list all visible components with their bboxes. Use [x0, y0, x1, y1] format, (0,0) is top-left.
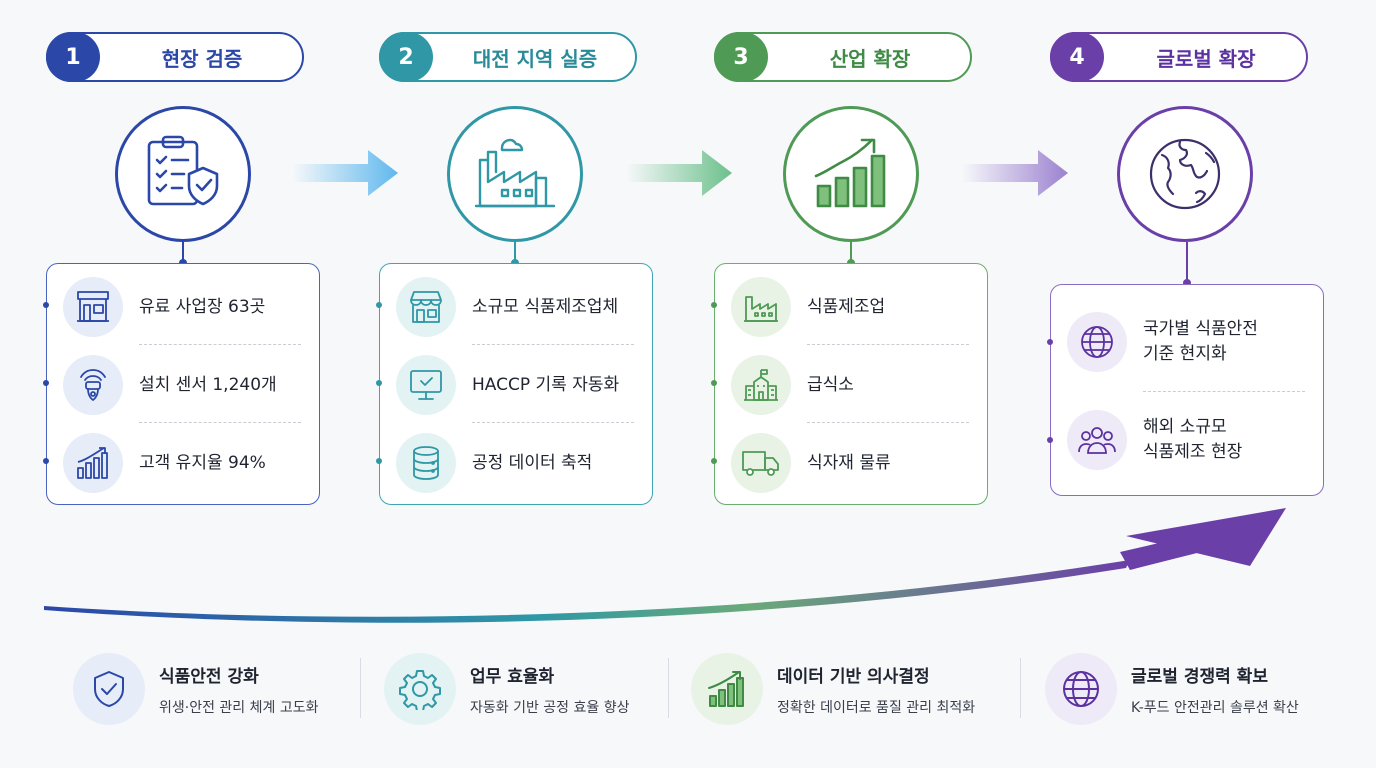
people-group-icon: [1067, 410, 1127, 470]
benefit-2: 업무 효율화 자동화 기반 공정 효율 향상: [384, 652, 629, 726]
step-2-item-1: 소규모 식품제조업체: [396, 276, 634, 338]
step-3-item-1: 식품제조업: [731, 276, 969, 338]
globe-icon: [1045, 653, 1117, 725]
step-1-item-2-label: 설치 센서 1,240개: [139, 374, 277, 395]
step-2-item-3: 공정 데이터 축적: [396, 432, 634, 494]
step-2-item-2: HACCP 기록 자동화: [396, 354, 634, 416]
step-1-item-3-label: 고객 유지율 94%: [139, 452, 266, 473]
step-1-item-3: 고객 유지율 94%: [63, 432, 301, 494]
shield-check-icon: [73, 653, 145, 725]
globe-icon: [1149, 138, 1221, 210]
step-1-item-1-label: 유료 사업장 63곳: [139, 296, 266, 317]
step-3-item-3: 식자재 물류: [731, 432, 969, 494]
step-4-connector: [1186, 242, 1188, 284]
clipboard-shield-icon: [147, 135, 219, 206]
arrow-step-2-to-3: [626, 150, 732, 196]
step-3-item-2-label: 급식소: [807, 374, 854, 395]
factory-icon: [731, 277, 791, 337]
arrow-step-1-to-2: [292, 150, 398, 196]
divider: [360, 658, 361, 718]
step-1-connector: [182, 242, 184, 264]
step-4-pill: 4 글로벌 확장: [1050, 32, 1308, 82]
step-2-item-3-label: 공정 데이터 축적: [472, 452, 593, 473]
step-1-title: 현장 검증: [161, 46, 243, 71]
step-4-item-2: 해외 소규모 식품제조 현장: [1067, 409, 1305, 471]
arrow-step-3-to-4: [962, 150, 1068, 196]
benefit-2-subtitle: 자동화 기반 공정 효율 향상: [470, 699, 630, 716]
step-2-card: 소규모 식품제조업체 HACCP 기록 자동화 공정 데이터 축적: [376, 263, 653, 505]
step-1-card: 유료 사업장 63곳 설치 센서 1,240개 고객 유지율 94%: [43, 263, 320, 505]
step-4-item-1: 국가별 식품안전 기준 현지화: [1067, 311, 1305, 373]
sensor-icon: [63, 355, 123, 415]
step-4-item-2-label: 해외 소규모 식품제조 현장: [1143, 417, 1243, 462]
school-building-icon: [731, 355, 791, 415]
benefit-1-title: 식품안전 강화: [159, 666, 259, 687]
globe-icon: [1067, 312, 1127, 372]
benefit-3: 데이터 기반 의사결정 정확한 데이터로 품질 관리 최적화: [691, 652, 975, 726]
step-4-connector-dot: [1183, 279, 1191, 287]
step-3-title: 산업 확장: [829, 46, 911, 71]
step-4-item-1-label: 국가별 식품안전 기준 현지화: [1143, 319, 1258, 364]
step-1-pill: 1 현장 검증: [46, 32, 304, 82]
delivery-truck-icon: [731, 433, 791, 493]
step-4-circle: [1117, 106, 1253, 242]
step-4-card: 국가별 식품안전 기준 현지화 해외 소규모 식품제조 현장: [1047, 284, 1324, 496]
benefit-2-title: 업무 효율화: [470, 666, 555, 687]
step-2-circle: [447, 106, 583, 242]
benefit-3-subtitle: 정확한 데이터로 품질 관리 최적화: [777, 699, 976, 716]
database-icon: [396, 433, 456, 493]
step-4-number: 4: [1050, 32, 1104, 82]
monitor-check-icon: [396, 355, 456, 415]
benefit-4-title: 글로벌 경쟁력 확보: [1131, 666, 1268, 687]
step-3-circle: [783, 106, 919, 242]
growth-sweep-arrow: [44, 508, 1286, 623]
step-1-item-1: 유료 사업장 63곳: [63, 276, 301, 338]
step-2-item-2-label: HACCP 기록 자동화: [472, 374, 620, 395]
factory-icon: [474, 138, 556, 208]
step-3-item-2: 급식소: [731, 354, 969, 416]
store-icon: [63, 277, 123, 337]
step-2-item-1-label: 소규모 식품제조업체: [472, 296, 619, 317]
benefit-4: 글로벌 경쟁력 확보 K-푸드 안전관리 솔루션 확산: [1045, 652, 1299, 726]
benefit-4-subtitle: K-푸드 안전관리 솔루션 확산: [1131, 699, 1299, 716]
step-1-number: 1: [46, 32, 100, 82]
step-1-circle: [115, 106, 251, 242]
storefront-icon: [396, 277, 456, 337]
step-4-title: 글로벌 확장: [1156, 46, 1256, 71]
benefit-1-subtitle: 위생·안전 관리 체계 고도화: [159, 699, 319, 716]
divider: [1020, 658, 1021, 718]
step-2-connector: [514, 242, 516, 264]
step-2-pill: 2 대전 지역 실증: [379, 32, 637, 82]
divider: [668, 658, 669, 718]
step-3-number: 3: [714, 32, 768, 82]
step-3-card: 식품제조업 급식소 식자재 물류: [711, 263, 988, 505]
step-2-title: 대전 지역 실증: [472, 46, 598, 71]
benefit-1: 식품안전 강화 위생·안전 관리 체계 고도화: [73, 652, 318, 726]
gear-icon: [384, 653, 456, 725]
step-3-connector: [850, 242, 852, 264]
step-3-item-3-label: 식자재 물류: [807, 452, 891, 473]
step-2-number: 2: [379, 32, 433, 82]
step-3-pill: 3 산업 확장: [714, 32, 972, 82]
step-3-item-1-label: 식품제조업: [807, 296, 886, 317]
step-1-item-2: 설치 센서 1,240개: [63, 354, 301, 416]
benefit-3-title: 데이터 기반 의사결정: [777, 666, 930, 687]
growth-chart-icon: [691, 653, 763, 725]
growth-chart-icon: [814, 138, 886, 208]
bar-chart-icon: [63, 433, 123, 493]
